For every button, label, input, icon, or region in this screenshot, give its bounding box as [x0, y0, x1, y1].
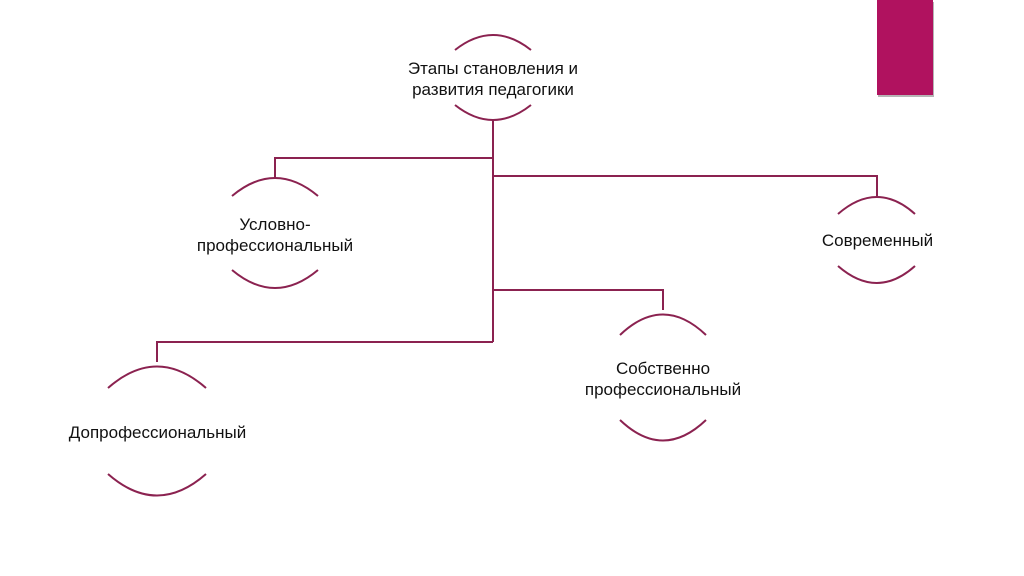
connector-proper [493, 289, 664, 310]
modern-arc-bottom [837, 265, 916, 284]
conditional-arc-top [231, 177, 319, 197]
modern-node-label: Современный [790, 230, 965, 251]
conditional-node-label: Условно- профессиональный [160, 214, 390, 256]
root-node-label-line2: развития педагогики [412, 80, 574, 99]
proper-arc-top [619, 313, 707, 336]
accent-block [877, 0, 933, 95]
connector-modern [493, 175, 878, 196]
proper-node-label-line1: Собственно [615, 359, 711, 378]
proper-node-label-line2: профессиональный [584, 380, 742, 399]
root-arc-bottom [454, 104, 532, 121]
conditional-arc-bottom [231, 269, 319, 289]
connector-conditional [274, 157, 493, 178]
root-node-label-line1: Этапы становления и [407, 59, 579, 78]
preprofessional-node-label: Допрофессиональный [30, 422, 285, 443]
preprofessional-arc-bottom [107, 473, 207, 497]
connector-preprofessional [156, 341, 493, 362]
modern-node-label-line1: Современный [821, 231, 934, 250]
proper-node-label: Собственно профессиональный [548, 358, 778, 400]
root-node-label: Этапы становления и развития педагогики [363, 58, 623, 100]
proper-arc-bottom [619, 419, 707, 442]
preprofessional-node-label-line1: Допрофессиональный [68, 423, 247, 442]
modern-arc-top [837, 196, 916, 215]
conditional-node-label-line1: Условно- [239, 215, 311, 234]
preprofessional-arc-top [107, 365, 207, 389]
root-arc-top [454, 34, 532, 51]
conditional-node-label-line2: профессиональный [196, 236, 354, 255]
